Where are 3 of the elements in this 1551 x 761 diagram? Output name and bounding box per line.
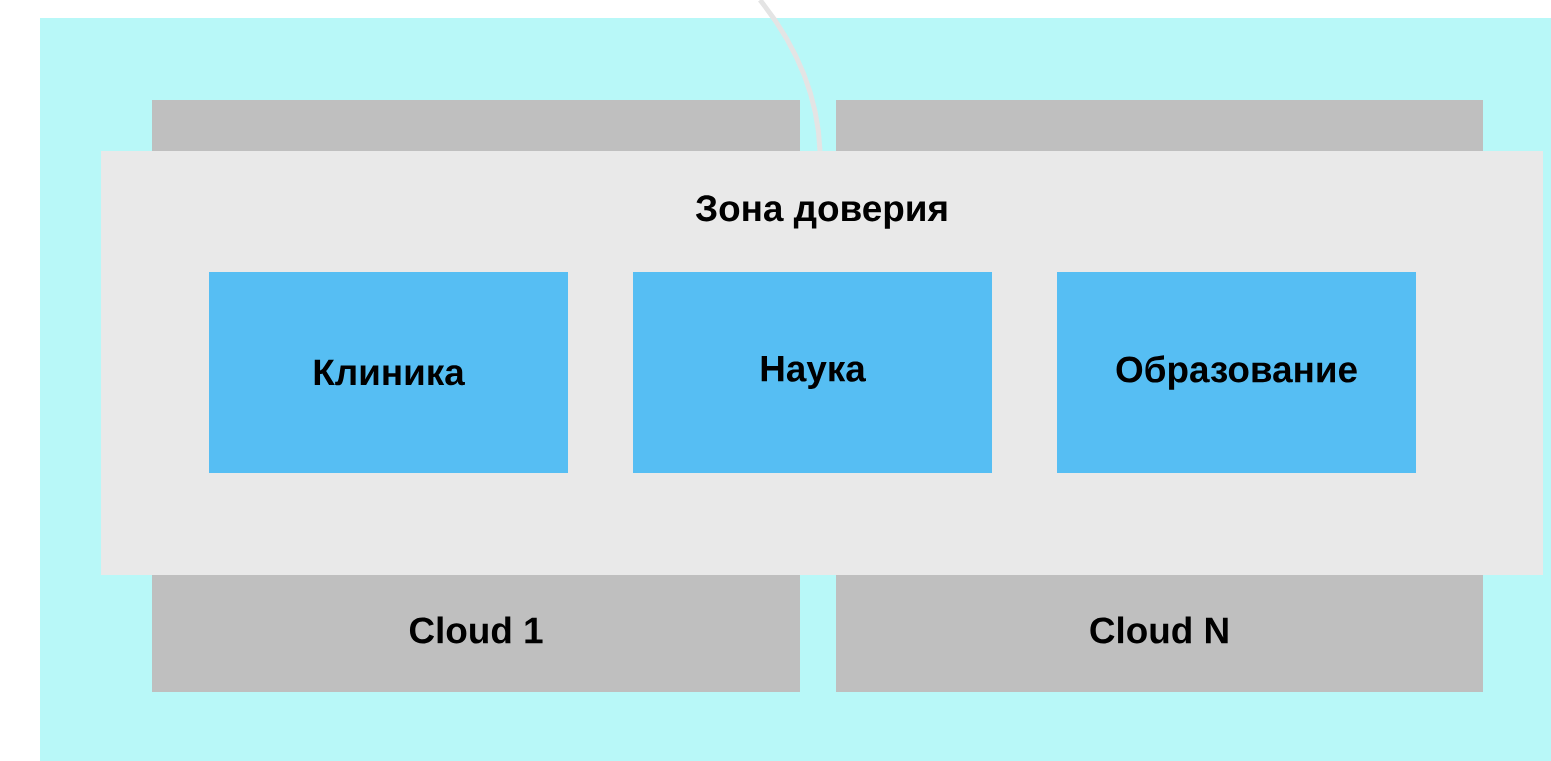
domain-box: Образование (1057, 272, 1416, 473)
domain-box: Клиника (209, 272, 568, 473)
connector-line (758, 0, 823, 151)
